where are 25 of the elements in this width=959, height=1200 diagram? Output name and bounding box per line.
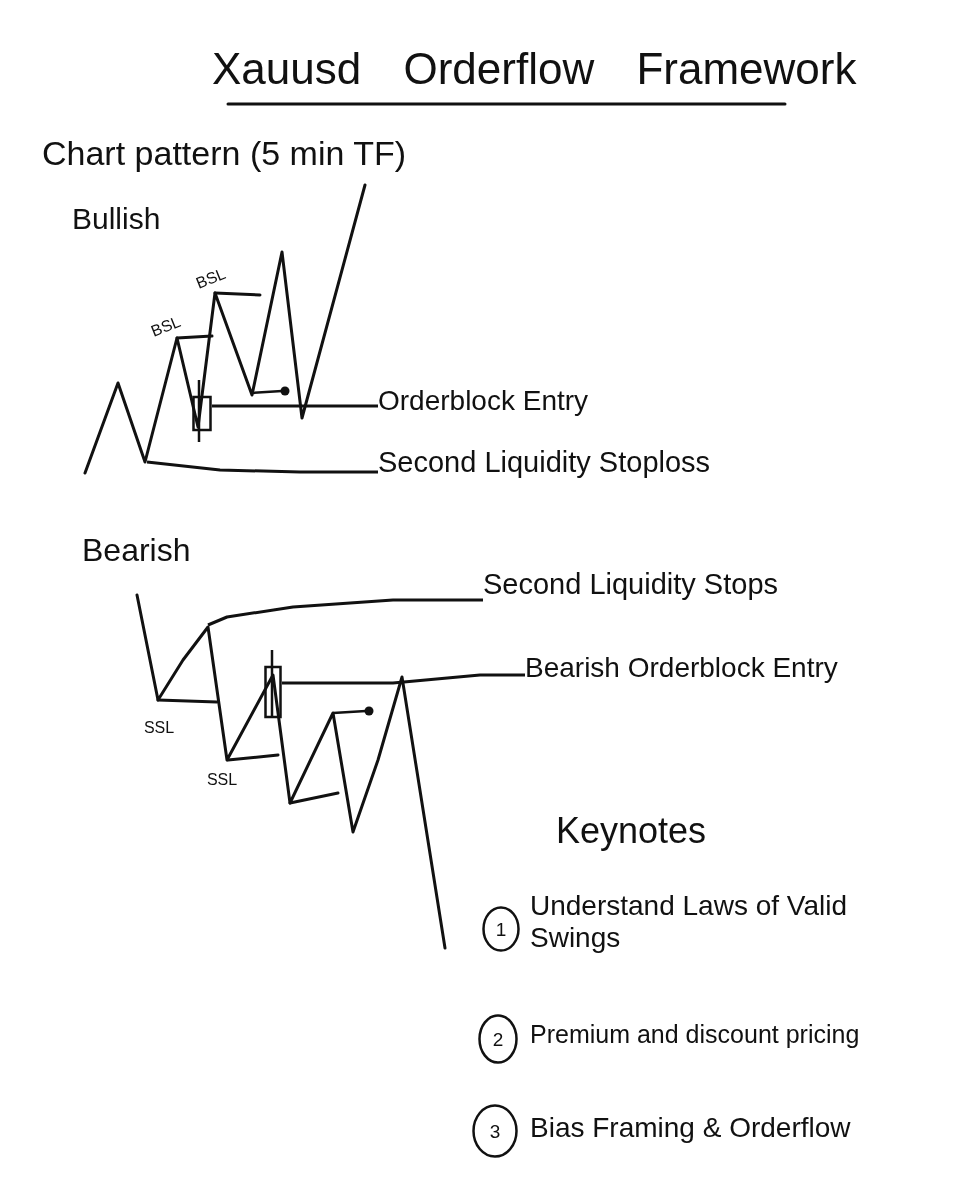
keynote-text: Bias Framing & Orderflow [530, 1112, 851, 1145]
candlestick-icon [192, 379, 212, 443]
section-subheading: Bearish [82, 532, 191, 569]
annotation-label: Bearish Orderblock Entry [525, 652, 838, 685]
level-label: BSL [193, 264, 229, 294]
keynotes-heading: Keynotes [556, 810, 707, 852]
keynote-text: Understand Laws of Valid Swings [530, 890, 848, 955]
number-circle: 2 [478, 1014, 518, 1064]
number-circle: 3 [472, 1104, 518, 1158]
leader-line [207, 598, 483, 627]
candlestick-icon [264, 649, 282, 719]
level-label: SSL [206, 770, 238, 790]
leader-line [146, 460, 378, 474]
annotation-label: Second Liquidity Stoploss [378, 446, 711, 480]
section-heading: Chart pattern (5 min TF) [42, 134, 407, 174]
leader-line [282, 673, 525, 685]
level-label: SSL [143, 718, 175, 738]
annotation-label: Second Liquidity Stops [483, 568, 779, 602]
diagram-title: Xauusd Orderflow Framework [212, 44, 857, 95]
section-subheading: Bullish [72, 202, 161, 237]
number-circle: 1 [482, 906, 520, 952]
leader-line [212, 404, 378, 408]
annotation-label: Orderblock Entry [378, 385, 589, 418]
keynote-text: Premium and discount pricing [530, 1020, 860, 1049]
level-label: BSL [148, 312, 184, 342]
